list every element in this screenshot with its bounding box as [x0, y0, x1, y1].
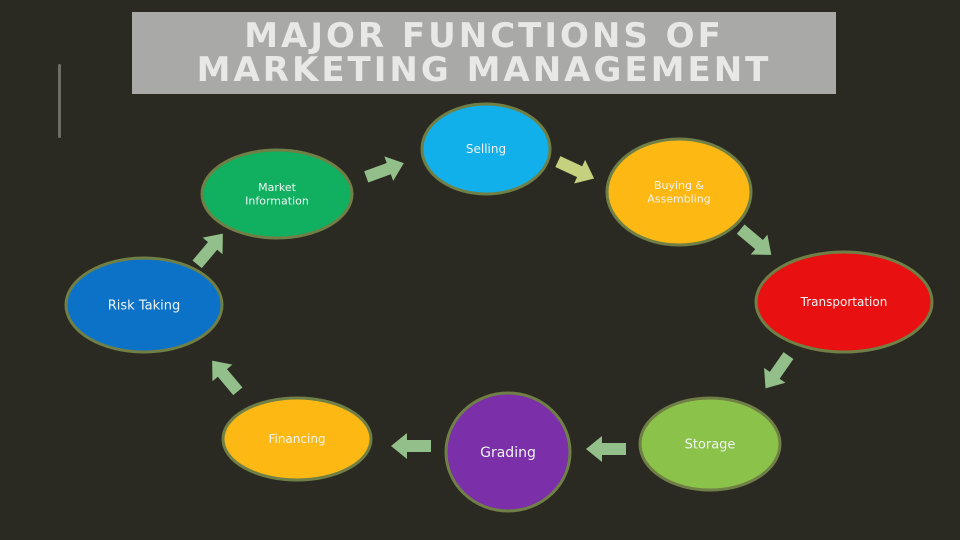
- node-label-market-information-1: Market: [258, 181, 296, 194]
- node-label-market-information-2: Information: [245, 195, 309, 208]
- flow-arrow-8: [192, 233, 223, 269]
- flow-arrow-4: [764, 352, 794, 389]
- flow-arrow-2: [555, 156, 595, 184]
- node-label-storage: Storage: [685, 438, 736, 453]
- title-line-2: MARKETING MANAGEMENT: [196, 50, 772, 90]
- node-shape-buying-assembling: [605, 137, 753, 247]
- node-label-buying-assembling-1: Buying &: [654, 179, 705, 192]
- node-grading: Grading: [444, 391, 572, 513]
- title-line-1: MAJOR FUNCTIONS OF: [244, 16, 724, 56]
- vertical-accent-line: [58, 64, 61, 138]
- node-shape-grading: [444, 391, 572, 513]
- node-shape-storage: [638, 396, 782, 492]
- node-label-grading: Grading: [480, 445, 536, 461]
- node-label-buying-assembling-2: Assembling: [647, 193, 711, 206]
- node-shape-market-information: [200, 148, 354, 240]
- node-financing: Financing: [221, 396, 373, 482]
- node-buying-assembling: Buying &Assembling: [605, 137, 753, 247]
- flow-arrow-1: [364, 156, 404, 183]
- node-label-risk-taking: Risk Taking: [108, 299, 180, 314]
- node-transportation: Transportation: [754, 250, 934, 354]
- node-risk-taking: Risk Taking: [64, 256, 224, 354]
- node-shape-transportation: [754, 250, 934, 354]
- arrows-layer: [192, 156, 794, 462]
- node-label-transportation: Transportation: [800, 295, 888, 309]
- node-shape-risk-taking: [64, 256, 224, 354]
- node-shape-financing: [221, 396, 373, 482]
- flow-arrow-3: [736, 224, 772, 255]
- title-banner: MAJOR FUNCTIONS OF MARKETING MANAGEMENT: [132, 12, 836, 94]
- flow-arrow-6: [391, 433, 431, 459]
- flow-arrow-5: [586, 436, 626, 462]
- node-label-selling: Selling: [466, 142, 506, 156]
- node-shape-selling: [420, 102, 552, 196]
- node-storage: Storage: [638, 396, 782, 492]
- node-label-financing: Financing: [268, 432, 325, 446]
- node-selling: Selling: [420, 102, 552, 196]
- flow-arrow-7: [212, 360, 243, 396]
